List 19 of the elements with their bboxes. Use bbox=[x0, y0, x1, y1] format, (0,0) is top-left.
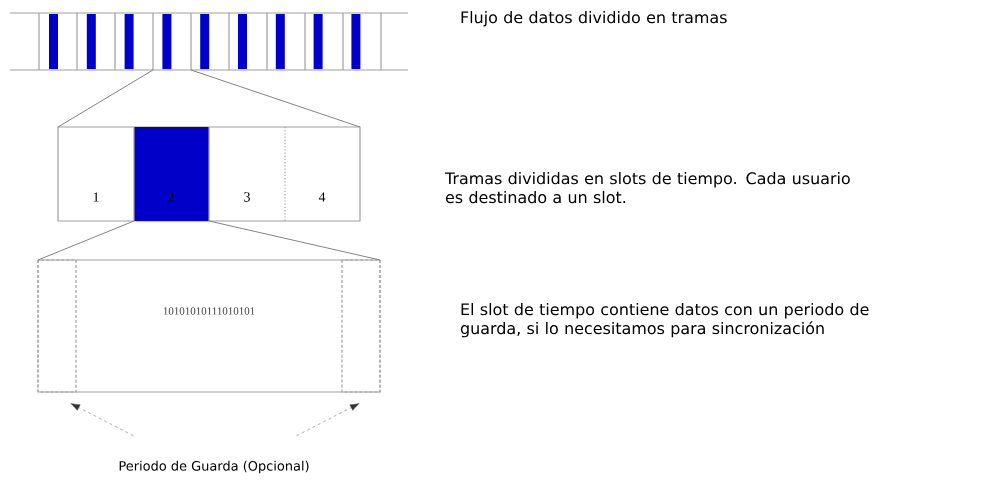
time-slot: 1 bbox=[93, 192, 99, 202]
zoom-line bbox=[190, 69, 361, 128]
time-slot: 4 bbox=[284, 126, 326, 222]
time-slot: 2 bbox=[133, 126, 209, 222]
time-slot: 3 bbox=[208, 126, 250, 222]
arrow bbox=[70, 403, 134, 436]
description-text: Tramas divididas en slots de tiempo. Cada usuario es destinado a un slot. bbox=[444, 172, 850, 204]
caption-text: Periodo de Guarda (Opcional) bbox=[119, 460, 309, 474]
description-text: El slot de tiempo contiene datos con un periodo de guarda, si lo necesitamos para sincronización bbox=[460, 303, 869, 338]
zoom-line bbox=[57, 69, 154, 128]
zoom-line bbox=[37, 220, 135, 261]
zoom-line bbox=[208, 220, 381, 261]
description-text: Flujo de datos dividido en tramas bbox=[461, 11, 727, 27]
guard-period bbox=[37, 259, 77, 393]
time-slot-box: 10101010111010101 bbox=[37, 259, 381, 393]
frame-box bbox=[57, 126, 361, 222]
guard-period bbox=[341, 259, 381, 393]
arrow bbox=[296, 403, 360, 436]
data-stream-drawing bbox=[9, 12, 409, 71]
